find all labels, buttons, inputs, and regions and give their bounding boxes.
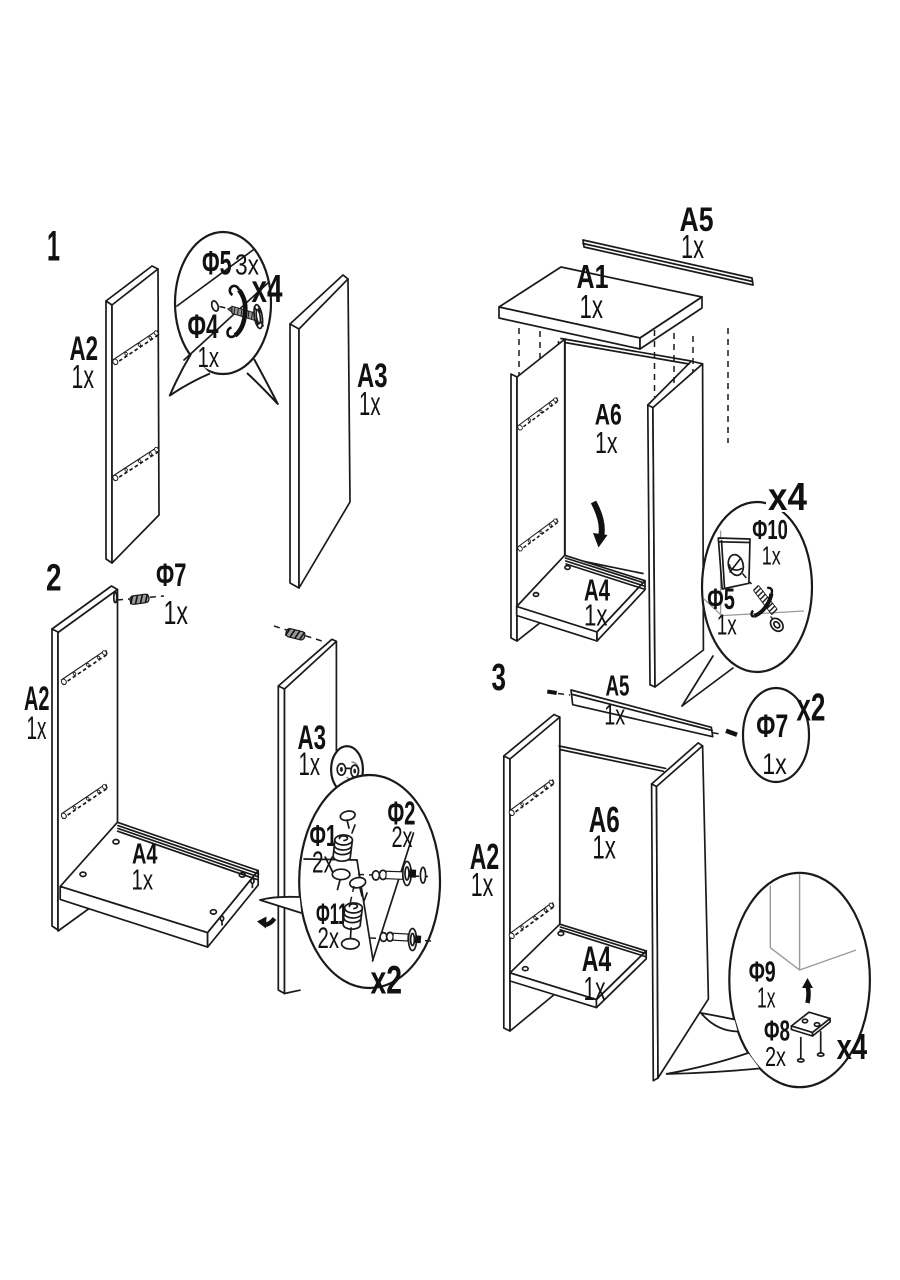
- svg-text:Φ7: Φ7: [756, 708, 788, 744]
- svg-text:A4: A4: [132, 838, 158, 870]
- svg-text:x4: x4: [837, 1026, 868, 1067]
- svg-text:A6: A6: [595, 398, 622, 431]
- svg-text:Φ10: Φ10: [752, 514, 788, 545]
- svg-text:1x: 1x: [164, 594, 189, 631]
- svg-text:Φ8: Φ8: [764, 1015, 790, 1047]
- svg-text:1x: 1x: [584, 970, 606, 1007]
- svg-text:x2: x2: [796, 687, 825, 730]
- svg-text:3: 3: [492, 657, 507, 699]
- svg-text:1x: 1x: [132, 864, 154, 896]
- svg-text:Φ5: Φ5: [202, 245, 232, 283]
- svg-text:A6: A6: [589, 799, 620, 840]
- svg-text:Φ5: Φ5: [707, 583, 735, 616]
- svg-text:1x: 1x: [604, 700, 625, 732]
- svg-text:Φ11: Φ11: [316, 898, 348, 931]
- svg-text:Φ4: Φ4: [188, 308, 219, 346]
- svg-text:1x: 1x: [299, 746, 321, 782]
- svg-text:1x: 1x: [584, 597, 608, 632]
- svg-text:1x: 1x: [757, 983, 776, 1015]
- svg-text:1x: 1x: [359, 385, 381, 422]
- svg-text:2x: 2x: [392, 821, 413, 854]
- svg-text:A2: A2: [470, 836, 500, 877]
- svg-text:Φ2: Φ2: [388, 795, 416, 832]
- svg-text:A5: A5: [606, 670, 630, 702]
- svg-text:x4: x4: [252, 268, 283, 311]
- svg-text:2x: 2x: [318, 922, 340, 955]
- svg-text:A2: A2: [70, 330, 99, 368]
- svg-text:Φ1: Φ1: [310, 818, 338, 853]
- svg-text:A4: A4: [584, 573, 610, 608]
- svg-text:1x: 1x: [198, 342, 220, 374]
- svg-text:x4: x4: [768, 476, 807, 519]
- svg-text:A5: A5: [680, 201, 714, 239]
- svg-text:A3: A3: [357, 357, 388, 395]
- svg-text:A1: A1: [577, 258, 609, 295]
- svg-text:x2: x2: [371, 959, 403, 1003]
- svg-text:1x: 1x: [580, 288, 604, 325]
- svg-text:A3: A3: [298, 719, 327, 757]
- svg-text:Φ9: Φ9: [749, 957, 776, 989]
- svg-text:1: 1: [47, 223, 60, 271]
- svg-text:1x: 1x: [681, 228, 704, 265]
- svg-text:2x: 2x: [312, 845, 334, 880]
- svg-text:1x: 1x: [762, 748, 787, 781]
- svg-text:Φ7: Φ7: [156, 557, 187, 593]
- svg-text:A2: A2: [24, 680, 50, 718]
- svg-text:A4: A4: [582, 940, 612, 979]
- svg-text:1x: 1x: [72, 358, 95, 395]
- svg-text:1x: 1x: [471, 866, 494, 903]
- svg-text:1x: 1x: [595, 425, 618, 460]
- svg-text:2: 2: [46, 558, 62, 600]
- svg-text:1x: 1x: [592, 828, 616, 865]
- svg-text:1x: 1x: [717, 609, 737, 641]
- svg-text:3x: 3x: [235, 250, 259, 282]
- svg-text:1x: 1x: [762, 540, 781, 570]
- svg-text:2x: 2x: [765, 1041, 786, 1072]
- svg-text:1x: 1x: [27, 710, 47, 746]
